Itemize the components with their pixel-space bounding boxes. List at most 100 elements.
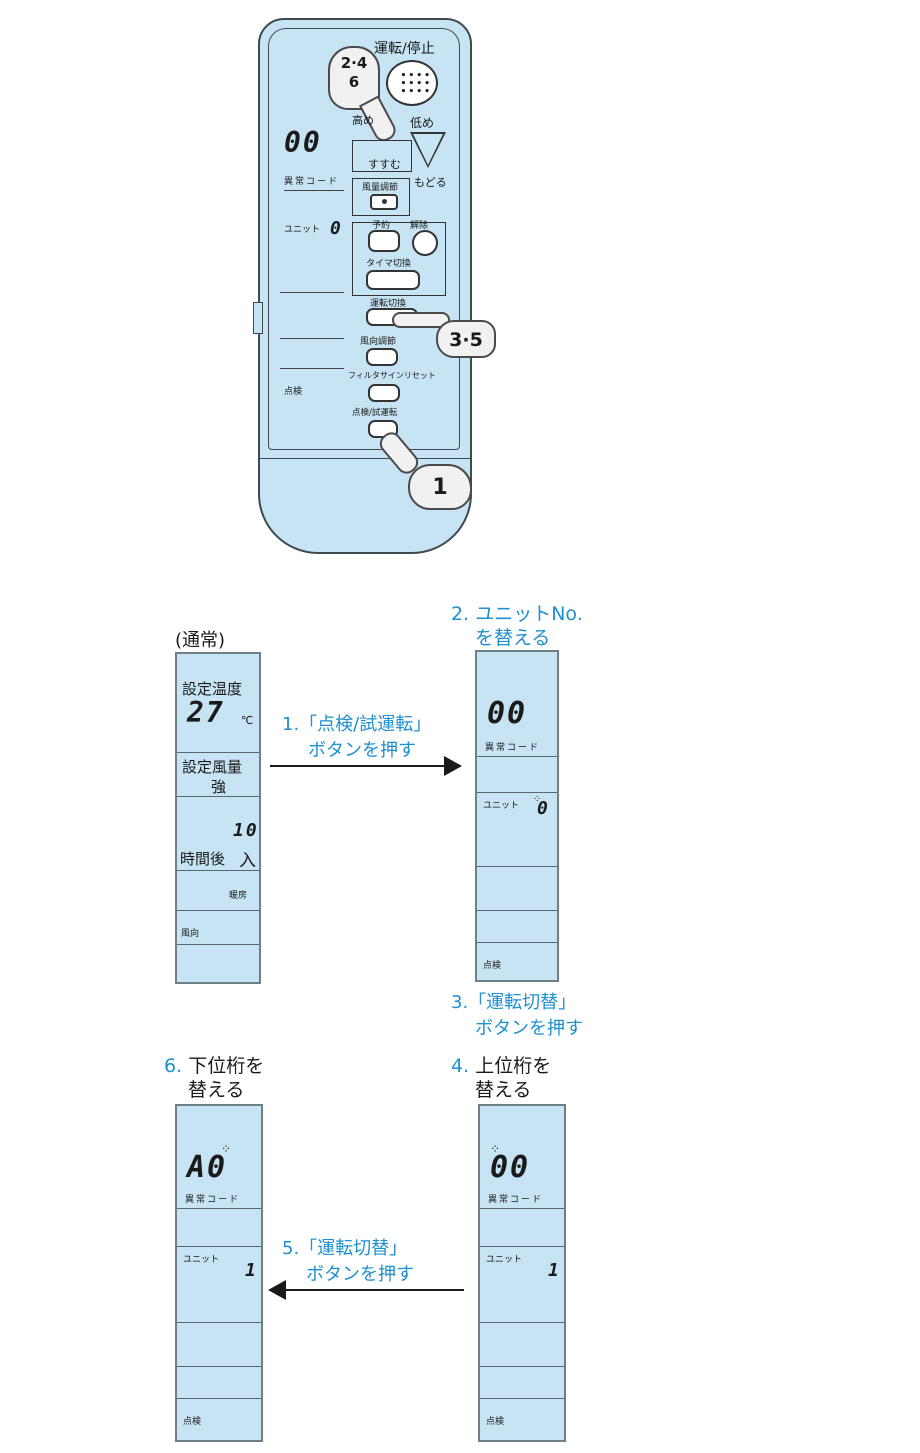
- step1-text: 1.「点検/試運転」 ボタンを押す: [282, 712, 431, 764]
- louver-label: 風向: [181, 929, 200, 939]
- blink-icon: ⁘: [221, 1142, 232, 1156]
- remote-lcd-unit-label: ユニット: [284, 225, 321, 235]
- separator: [177, 1208, 261, 1209]
- step6-caption-line1: 下位桁を: [188, 1055, 265, 1077]
- timer-button[interactable]: [366, 270, 420, 290]
- code-label: 異常コード: [185, 1195, 241, 1205]
- louver-label: 風向調節: [360, 337, 397, 347]
- lcd-panel-step2: 00 異常コード ユニット 0 ⁘ 点検: [475, 650, 559, 982]
- temp-unit: ℃: [241, 714, 254, 727]
- remote-side-tab: [253, 302, 263, 334]
- fan-box: [352, 178, 410, 216]
- reserve-button[interactable]: [368, 230, 400, 252]
- separator: [177, 944, 259, 945]
- unit-label: ユニット: [486, 1255, 523, 1265]
- remote-lcd-line-2: [280, 292, 344, 293]
- remote-lcd-unit-value: 0: [330, 218, 343, 239]
- timer-group-box: [352, 222, 446, 296]
- separator: [177, 1398, 261, 1399]
- step4-caption-line2: 替える: [475, 1079, 532, 1101]
- step5-line2: ボタンを押す: [306, 1264, 414, 1285]
- lcd-panel-step6: A0 ⁘ 異常コード ユニット 1 点検: [175, 1104, 263, 1442]
- mode-label: 暖房: [229, 891, 248, 901]
- louver-button[interactable]: [366, 348, 398, 366]
- fan-dot-icon: [382, 199, 387, 204]
- unit-value: 1: [245, 1260, 258, 1281]
- step5-text: 5.「運転切替」 ボタンを押す: [282, 1236, 414, 1288]
- blink-icon: ⁘: [533, 794, 542, 805]
- set-temp-label: 設定温度: [182, 680, 243, 698]
- fan-value: 強: [211, 778, 227, 796]
- temp-value: 27: [187, 696, 225, 729]
- unit-value: 1: [548, 1260, 561, 1281]
- arrow-right-icon: [444, 756, 462, 776]
- step1-line2: ボタンを押す: [308, 740, 416, 761]
- code-label: 異常コード: [485, 743, 541, 753]
- fan-button[interactable]: [370, 194, 398, 210]
- step4-num: 4.: [451, 1055, 470, 1077]
- power-button-dots-icon: ∙∙∙∙∙∙∙∙∙∙∙∙: [400, 68, 432, 97]
- separator: [480, 1322, 564, 1323]
- remote-lcd-line-4: [280, 368, 344, 369]
- check-label: 点検: [483, 961, 502, 971]
- test-label: 点検/試運転: [352, 408, 398, 418]
- back-label: もどる: [414, 176, 447, 189]
- cancel-button[interactable]: [412, 230, 438, 256]
- down-triangle-inner: [413, 134, 443, 165]
- down-label: 低め: [410, 116, 435, 130]
- remote-inner-panel: [268, 28, 460, 450]
- proceed-label: すすむ: [368, 158, 401, 171]
- filter-button[interactable]: [368, 384, 400, 402]
- timer-on: 入: [239, 851, 256, 871]
- check-label: 点検: [183, 1417, 202, 1427]
- separator: [177, 796, 259, 797]
- finger-pointer-mid: 3·5: [436, 320, 496, 358]
- separator: [477, 910, 557, 911]
- lcd-panel-step4: 00 ⁘ 異常コード ユニット 1 点検: [478, 1104, 566, 1442]
- finger-pointer-bottom: 1: [408, 464, 472, 510]
- arrow-right-line: [270, 765, 446, 767]
- code-value: 00: [490, 1150, 531, 1185]
- code-label: 異常コード: [488, 1195, 544, 1205]
- power-button-label: 運転/停止: [374, 41, 435, 57]
- remote-lcd-line: [284, 190, 344, 191]
- step4-caption-line1: 上位桁を: [475, 1055, 552, 1077]
- power-button[interactable]: ∙∙∙∙∙∙∙∙∙∙∙∙: [386, 60, 438, 106]
- arrow-left-line: [284, 1289, 464, 1291]
- fan-setting-label: 設定風量: [182, 758, 243, 776]
- separator: [480, 1246, 564, 1247]
- step3-line1: 3.「運転切替」: [451, 992, 577, 1013]
- unit-value-blinking: 0: [537, 798, 550, 819]
- separator: [480, 1366, 564, 1367]
- separator: [177, 870, 259, 871]
- step2-caption-line1: ユニットNo.: [475, 603, 583, 625]
- proceed-box[interactable]: [352, 140, 412, 172]
- cancel-label: 解除: [410, 221, 429, 231]
- separator: [477, 792, 557, 793]
- lcd-panel-normal: 設定温度 27 ℃ 設定風量 強 10 時間後 入 暖房 風向: [175, 652, 261, 984]
- filter-label: フィルタサインリセット: [348, 371, 436, 380]
- separator: [177, 752, 259, 753]
- normal-caption: (通常): [175, 630, 226, 651]
- up-label: 高め: [352, 114, 374, 127]
- timer-label: 時間後: [180, 850, 226, 868]
- step6-num: 6.: [164, 1055, 183, 1077]
- separator: [480, 1398, 564, 1399]
- step2-caption: 2. ユニットNo. を替える: [451, 602, 583, 650]
- reserve-label: 予約: [372, 221, 391, 231]
- code-value: 00: [487, 696, 528, 731]
- remote-lcd-code-label: 異常コード: [284, 177, 340, 187]
- timer-label: タイマ切換: [366, 259, 412, 269]
- step4-caption: 4. 上位桁を 替える: [451, 1054, 551, 1102]
- step2-caption-line2: を替える: [475, 627, 551, 649]
- separator: [477, 756, 557, 757]
- separator: [480, 1208, 564, 1209]
- fan-label: 風量調節: [362, 183, 399, 193]
- step3-line2: ボタンを押す: [475, 1018, 583, 1039]
- arrow-left-icon: [268, 1280, 286, 1300]
- remote-control: 運転/停止 ∙∙∙∙∙∙∙∙∙∙∙∙ 2·4 6 高め 低め すすむ もどる 0…: [253, 18, 496, 558]
- separator: [177, 910, 259, 911]
- mode-switch-label: 運転切換: [370, 299, 407, 309]
- separator: [177, 1366, 261, 1367]
- blink-icon: ⁘: [490, 1142, 501, 1156]
